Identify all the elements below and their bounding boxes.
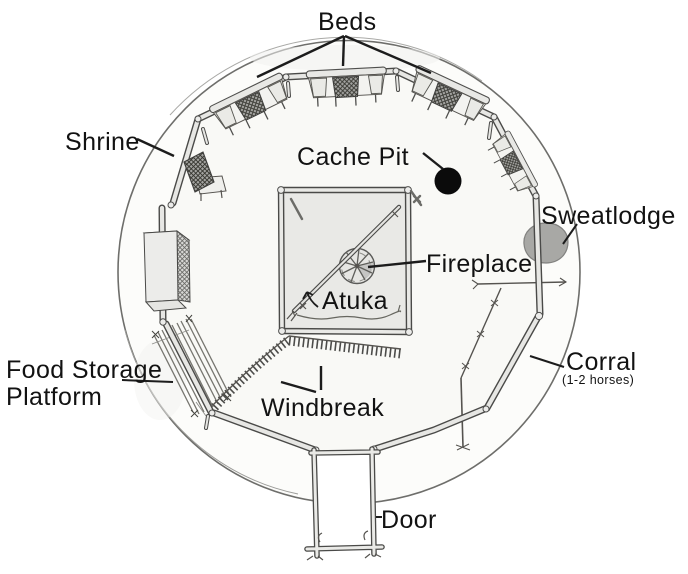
windbreak-fence <box>209 335 402 413</box>
food-storage-platform <box>151 314 232 418</box>
fence-post <box>460 377 464 448</box>
pointer-food-storage <box>121 379 174 383</box>
label-atuka: Atuka <box>322 287 388 315</box>
bed-blanket <box>499 150 524 176</box>
label-door: Door <box>381 506 437 534</box>
beds-group <box>209 65 538 192</box>
label-cache-pit: Cache Pit <box>297 143 409 171</box>
label-shrine: Shrine <box>65 128 140 156</box>
door-frame <box>304 446 385 561</box>
bed <box>411 65 491 126</box>
corner-sticks <box>289 189 423 221</box>
pencil-shading <box>250 45 440 71</box>
pointer-cache-pit <box>422 152 444 170</box>
pointer-beds-left <box>256 34 345 79</box>
corral-braces <box>455 277 568 451</box>
bed <box>487 130 538 192</box>
pointer-shrine <box>136 137 175 158</box>
pointer-lines <box>121 34 578 518</box>
pointer-atuka-arrow <box>302 291 319 308</box>
bed <box>305 66 387 107</box>
label-beds: Beds <box>318 8 377 36</box>
pencil-shading <box>134 340 186 420</box>
labels-group: Beds Shrine Cache Pit Sweatlodge Firepla… <box>6 8 676 534</box>
pointer-windbreak-diagonal <box>280 380 317 394</box>
label-sweatlodge: Sweatlodge <box>541 202 676 230</box>
label-fireplace: Fireplace <box>426 250 532 278</box>
storage-box <box>142 229 191 312</box>
bed-blanket <box>430 82 463 112</box>
atuka-square <box>277 186 423 336</box>
cache-pit-dot <box>434 167 462 195</box>
pole-fletching <box>286 210 399 322</box>
pointer-beds-middle <box>341 35 346 67</box>
pointer-beds-right <box>344 34 432 75</box>
door-hooks <box>306 530 382 561</box>
bed <box>209 72 288 136</box>
label-food-storage-line1: Food Storage <box>6 356 162 384</box>
label-food-storage-line2: Platform <box>6 383 102 411</box>
shrine-bundle <box>183 151 227 201</box>
pointer-sweatlodge <box>562 223 578 245</box>
pointer-corral <box>529 355 565 368</box>
label-corral: Corral <box>566 348 636 376</box>
pointer-fireplace <box>367 259 427 269</box>
bed-blanket <box>234 90 267 121</box>
travois-pole <box>477 281 567 285</box>
label-windbreak: Windbreak <box>261 394 384 422</box>
label-corral-note: (1-2 horses) <box>562 373 634 387</box>
bed-blanket <box>331 75 360 99</box>
